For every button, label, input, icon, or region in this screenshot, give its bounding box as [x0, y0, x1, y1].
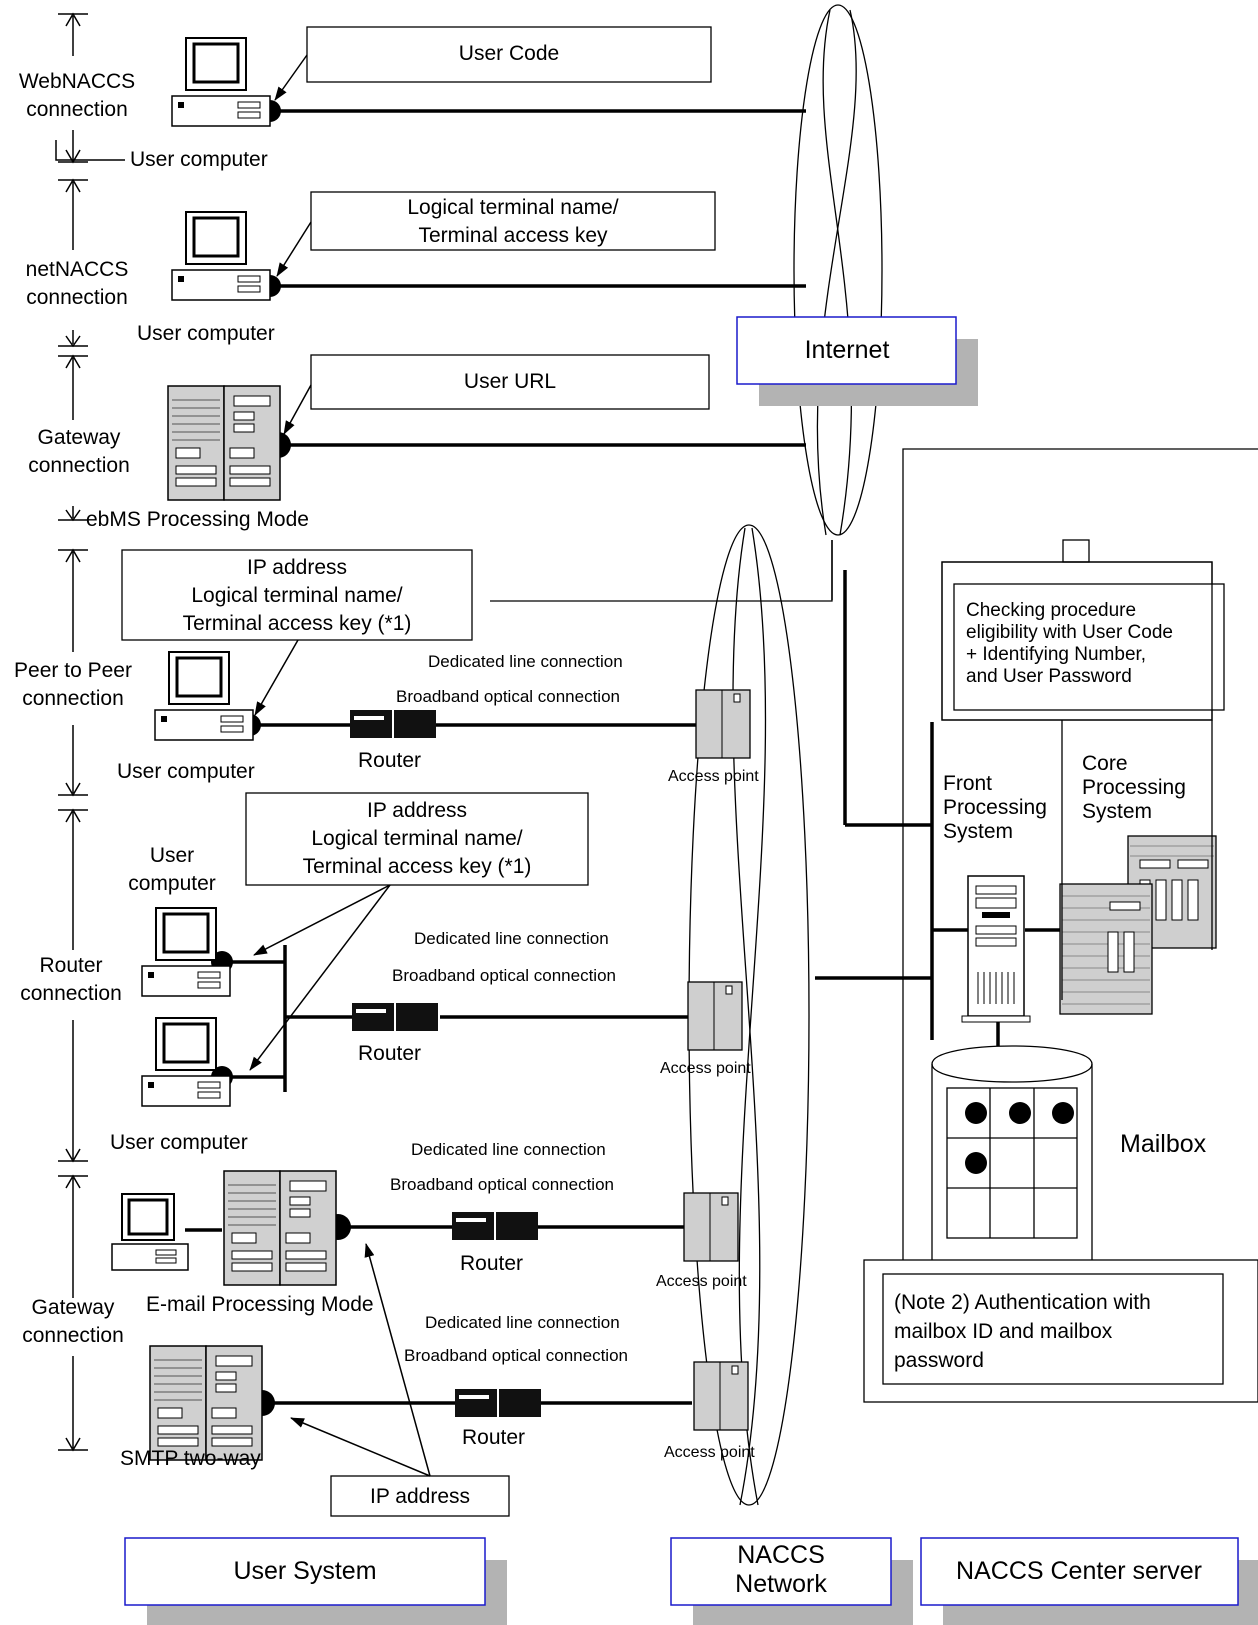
pointer-arrows	[249, 54, 431, 1477]
user-computer-6	[111, 1193, 189, 1271]
router-device-4	[455, 1389, 541, 1417]
core-processing-server	[1059, 835, 1217, 1015]
access-point-device-4	[693, 1361, 749, 1431]
front-processing-server	[961, 875, 1031, 1023]
router-device-3	[452, 1212, 538, 1240]
connection-lines	[185, 109, 1060, 1405]
gateway-server-1	[167, 385, 281, 501]
access-point-device-1	[695, 689, 751, 759]
user-computer-5	[141, 1017, 231, 1107]
router-device-2	[352, 1003, 438, 1031]
gateway-server-2	[223, 1170, 337, 1286]
user-computer-3	[154, 651, 254, 741]
dimension-lines	[55, 12, 125, 1452]
user-computer-2	[171, 211, 271, 301]
legend-user-system-box	[124, 1537, 507, 1625]
internet-box	[736, 316, 957, 385]
router-device-1	[350, 710, 436, 738]
legend-naccs-network-box	[670, 1537, 913, 1625]
gateway-server-3	[149, 1345, 263, 1461]
access-point-device-3	[683, 1192, 739, 1262]
text-box-frames	[121, 26, 1258, 1517]
user-computer-1	[171, 37, 271, 127]
internet-cloud	[793, 4, 883, 536]
user-computer-4	[141, 907, 231, 997]
access-point-device-2	[687, 981, 743, 1051]
p2p-to-internet-line	[490, 540, 833, 602]
legend-center-server-box	[920, 1537, 1258, 1625]
